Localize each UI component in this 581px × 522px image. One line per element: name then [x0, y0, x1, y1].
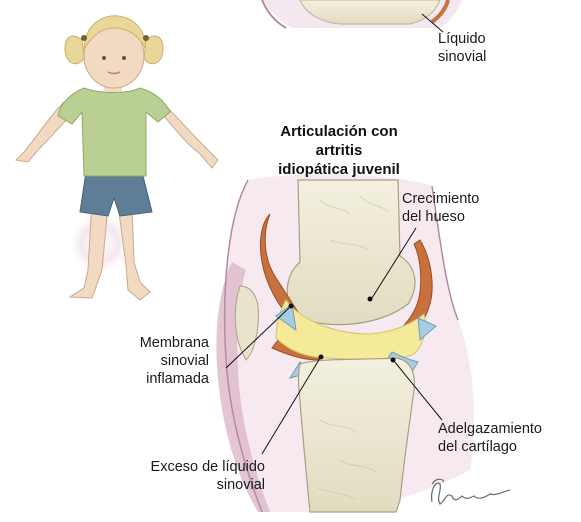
leader-dot-membrana — [289, 304, 294, 309]
label-liquido-sinovial: Líquido sinovial — [438, 30, 486, 66]
leader-dot-exceso — [319, 355, 324, 360]
child-figure — [16, 16, 218, 300]
label-membrana-sinovial-inflamada: Membrana sinovial inflamada — [140, 334, 209, 388]
diagram-title: Articulación con artritis idiopática juv… — [258, 122, 420, 179]
leader-dot-crecimiento — [368, 297, 373, 302]
label-crecimiento-del-hueso: Crecimiento del hueso — [402, 190, 479, 226]
label-adelgazamiento-del-cartilago: Adelgazamiento del cartílago — [438, 420, 542, 456]
leader-dot-adelgazamiento — [391, 358, 396, 363]
top-joint-fragment — [262, 0, 462, 28]
label-exceso-de-liquido-sinovial: Exceso de líquido sinovial — [151, 458, 265, 494]
